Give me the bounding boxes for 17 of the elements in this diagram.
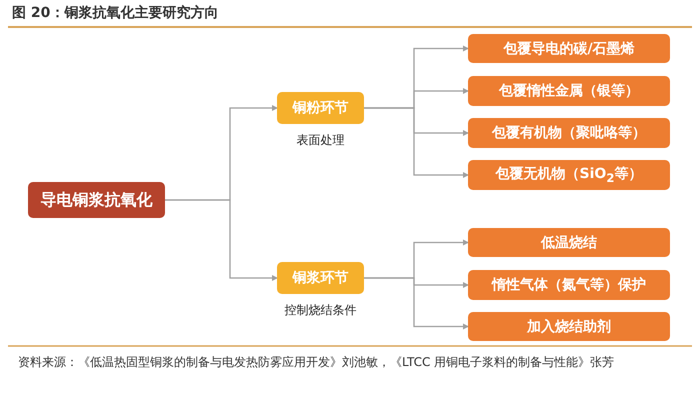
caption-text: 控制烧结条件 xyxy=(284,302,356,319)
method-box: 包覆惰性金属（银等） xyxy=(468,76,670,106)
arrow xyxy=(165,199,278,281)
method-box: 低温烧结 xyxy=(468,228,670,257)
stage-box: 铜浆环节 xyxy=(277,262,364,294)
method-box: 加入烧结助剂 xyxy=(468,312,670,341)
method-box: 惰性气体（氮气等）保护 xyxy=(468,270,670,300)
arrow xyxy=(364,107,469,178)
arrow xyxy=(364,277,469,330)
stage-box: 铜粉环节 xyxy=(277,92,364,124)
root-box: 导电铜浆抗氧化 xyxy=(28,182,165,218)
method-box: 包覆有机物（聚吡咯等） xyxy=(468,118,670,148)
figure-title: 图 20：铜浆抗氧化主要研究方向 xyxy=(12,4,218,22)
caption-text: 表面处理 xyxy=(296,132,344,149)
source-note: 资料来源：《低温热固型铜浆的制备与电发热防雾应用开发》刘池敏，《LTCC 用铜电子浆料的制备与性能》张芳 xyxy=(18,354,616,371)
method-box: 包覆无机物（SiO$_{2}$等） xyxy=(468,160,670,190)
method-box: 包覆导电的碳/石墨烯 xyxy=(468,34,670,63)
